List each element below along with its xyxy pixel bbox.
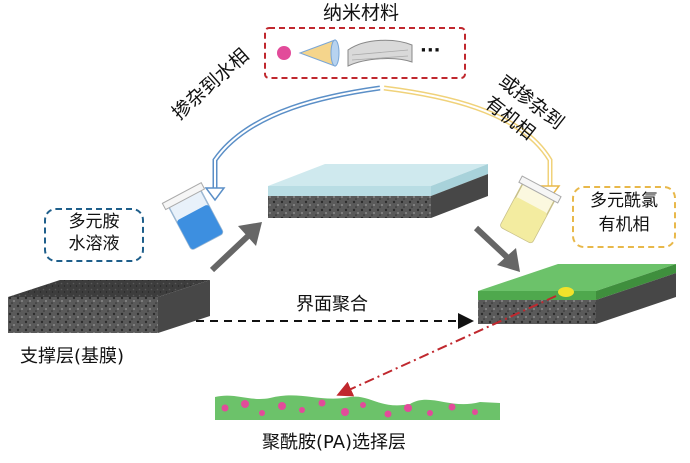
aqueous-doping-arrow: [204, 85, 381, 202]
arrow-aqueous-to-pa: [473, 225, 520, 272]
interfacial-polymerization-label: 界面聚合: [296, 294, 368, 315]
amine-solution-box: [44, 208, 144, 262]
nanosheet-icon: [347, 39, 413, 67]
pa-coated-slab: [478, 264, 676, 324]
arrow-support-to-aqueous: [209, 222, 262, 273]
nanocone-icon: [298, 39, 340, 67]
amine-label-line1: 多元胺: [68, 212, 120, 232]
yellow-dot: [558, 287, 574, 297]
nanomaterials-title: 纳米材料: [323, 2, 400, 24]
amine-label-line2: 水溶液: [68, 234, 120, 254]
acyl-chloride-box: [572, 186, 676, 248]
acyl-label-line1: 多元酰氯: [590, 191, 658, 211]
pa-layer-strip: [215, 395, 500, 420]
support-layer-label: 支撑层(基膜): [20, 346, 125, 367]
support-layer-slab: [8, 280, 210, 333]
pa-layer-label: 聚酰胺(PA)选择层: [262, 432, 407, 453]
ellipsis-label: ···: [420, 40, 441, 61]
zoom-in-arrow: [336, 295, 557, 397]
amine-beaker-icon: [161, 182, 224, 250]
acyl-label-line2: 有机相: [598, 215, 650, 235]
acyl-beaker-icon: [500, 175, 562, 244]
aqueous-coated-slab: [268, 164, 488, 218]
nanoparticle-icon: [277, 46, 291, 60]
